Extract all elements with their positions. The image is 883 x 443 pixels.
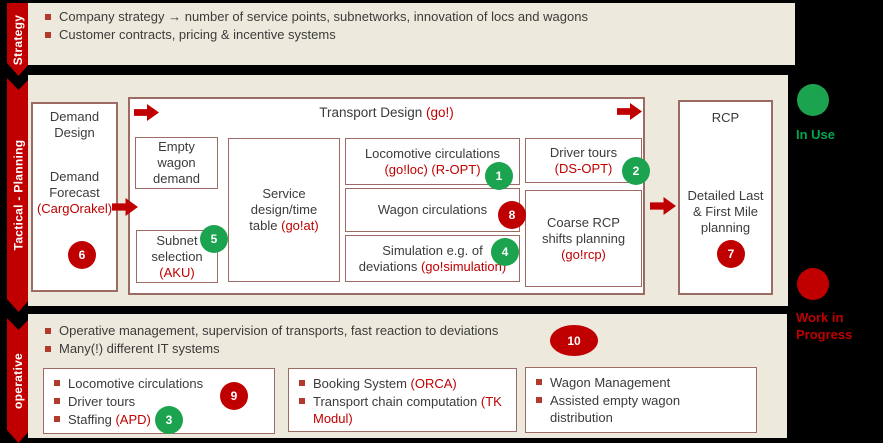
service-design-box: Service design/time table (go!at): [228, 138, 340, 282]
bullet-square-icon: [536, 379, 542, 385]
wagon-circulations-box: Wagon circulations: [345, 188, 520, 232]
demand-design-title: Demand Design: [49, 109, 100, 140]
op1-item-driver: Driver tours: [54, 393, 270, 410]
empty-wagon-demand-box: Empty wagon demand: [135, 137, 218, 189]
tactical-lane-label: Tactical - Planning: [11, 139, 26, 251]
status-badge-4: 4: [491, 238, 519, 266]
op3-item-empty-wagon: Assisted empty wagon distribution: [536, 392, 752, 426]
demand-design-box: Demand Design Demand Forecast (CargOrake…: [31, 102, 118, 292]
status-badge-7: 7: [717, 240, 745, 268]
status-badge-6: 6: [68, 241, 96, 269]
bullet-square-icon: [45, 346, 51, 352]
legend-in-use: In Use: [796, 127, 836, 142]
bullet-square-icon: [299, 380, 305, 386]
op2-item-chain: Transport chain computation (TK Modul): [299, 393, 512, 427]
op1-item-loco: Locomotive circulations: [54, 375, 270, 392]
status-badge-2: 2: [622, 157, 650, 185]
bullet-square-icon: [45, 14, 51, 20]
operative-bullet-2: Many(!) different IT systems: [45, 341, 665, 357]
bullet-square-icon: [54, 380, 60, 386]
simulation-box: Simulation e.g. of deviations (go!simula…: [345, 235, 520, 282]
operative-lane-label: operative: [11, 352, 26, 409]
bullet-square-icon: [45, 32, 51, 38]
status-badge-3: 3: [155, 406, 183, 434]
strategy-bullet-list: Company strategy → number of service poi…: [45, 9, 775, 45]
rcp-box: RCP Detailed Last & First Mile planning: [678, 100, 773, 295]
strategy-bullet-2: Customer contracts, pricing & incentive …: [45, 27, 775, 43]
coarse-rcp-shifts-box: Coarse RCP shifts planning (go!rcp): [525, 190, 642, 287]
strategy-bullet-1: Company strategy → number of service poi…: [45, 9, 775, 25]
transport-design-title: Transport Design (go!): [319, 105, 454, 120]
strategy-lane-label: Strategy: [11, 14, 26, 65]
status-badge-9: 9: [220, 382, 248, 410]
bullet-square-icon: [45, 328, 51, 334]
status-badge-1: 1: [485, 162, 513, 190]
op2-item-booking: Booking System (ORCA): [299, 375, 512, 392]
status-badge-5: 5: [200, 225, 228, 253]
rcp-title: RCP: [711, 110, 740, 125]
status-badge-10: 10: [550, 325, 598, 356]
work-in-progress-dot-icon: [797, 268, 829, 300]
rcp-body: Detailed Last & First Mile planning: [687, 188, 764, 235]
operative-it-box-3: Wagon Management Assisted empty wagon di…: [525, 367, 757, 433]
bullet-square-icon: [54, 398, 60, 404]
tactical-lane-ribbon: Tactical - Planning: [7, 78, 30, 312]
op3-item-wagon-mgmt: Wagon Management: [536, 374, 752, 391]
op1-item-staffing: Staffing (APD): [54, 411, 270, 428]
legend-work-in-progress: Work in Progress: [796, 310, 853, 342]
strategy-panel: [28, 3, 795, 65]
operative-lane-ribbon: operative: [7, 318, 30, 443]
in-use-dot-icon: [797, 84, 829, 116]
bullet-square-icon: [54, 416, 60, 422]
operative-bullet-list: Operative management, supervision of tra…: [45, 323, 665, 359]
operative-it-box-2: Booking System (ORCA) Transport chain co…: [288, 368, 517, 432]
strategy-lane-ribbon: Strategy: [7, 3, 30, 76]
status-badge-8: 8: [498, 201, 526, 229]
bullet-square-icon: [299, 398, 305, 404]
bullet-square-icon: [536, 397, 542, 403]
locomotive-circulations-box: Locomotive circulations (go!loc) (R-OPT): [345, 138, 520, 185]
operative-bullet-1: Operative management, supervision of tra…: [45, 323, 665, 339]
demand-forecast-tool: (CargOrakel): [36, 201, 113, 216]
demand-forecast-label: Demand Forecast: [49, 169, 100, 200]
